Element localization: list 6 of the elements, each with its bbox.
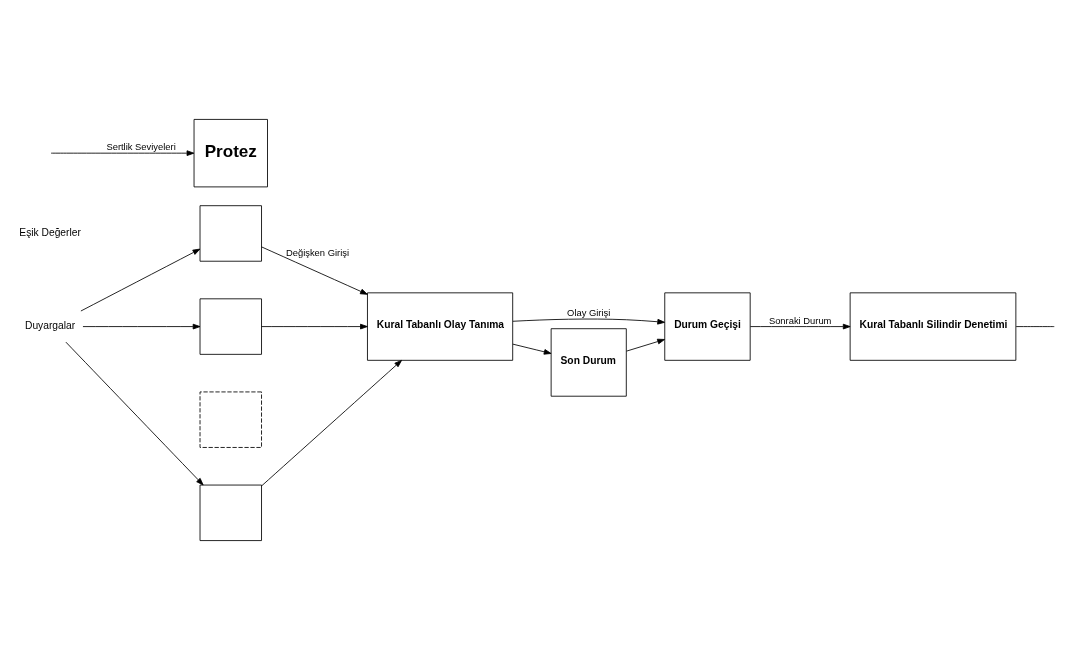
edge-label: Sertlik Seviyeleri (106, 140, 176, 152)
edge-label: Sonraki Durum (768, 314, 832, 326)
label: Eşik Değerler (19, 226, 81, 238)
edge-label: Değişken Girişi (285, 246, 350, 258)
node-text: Duyargalar (25, 319, 76, 331)
edge-label: Olay Girişi (567, 306, 611, 318)
